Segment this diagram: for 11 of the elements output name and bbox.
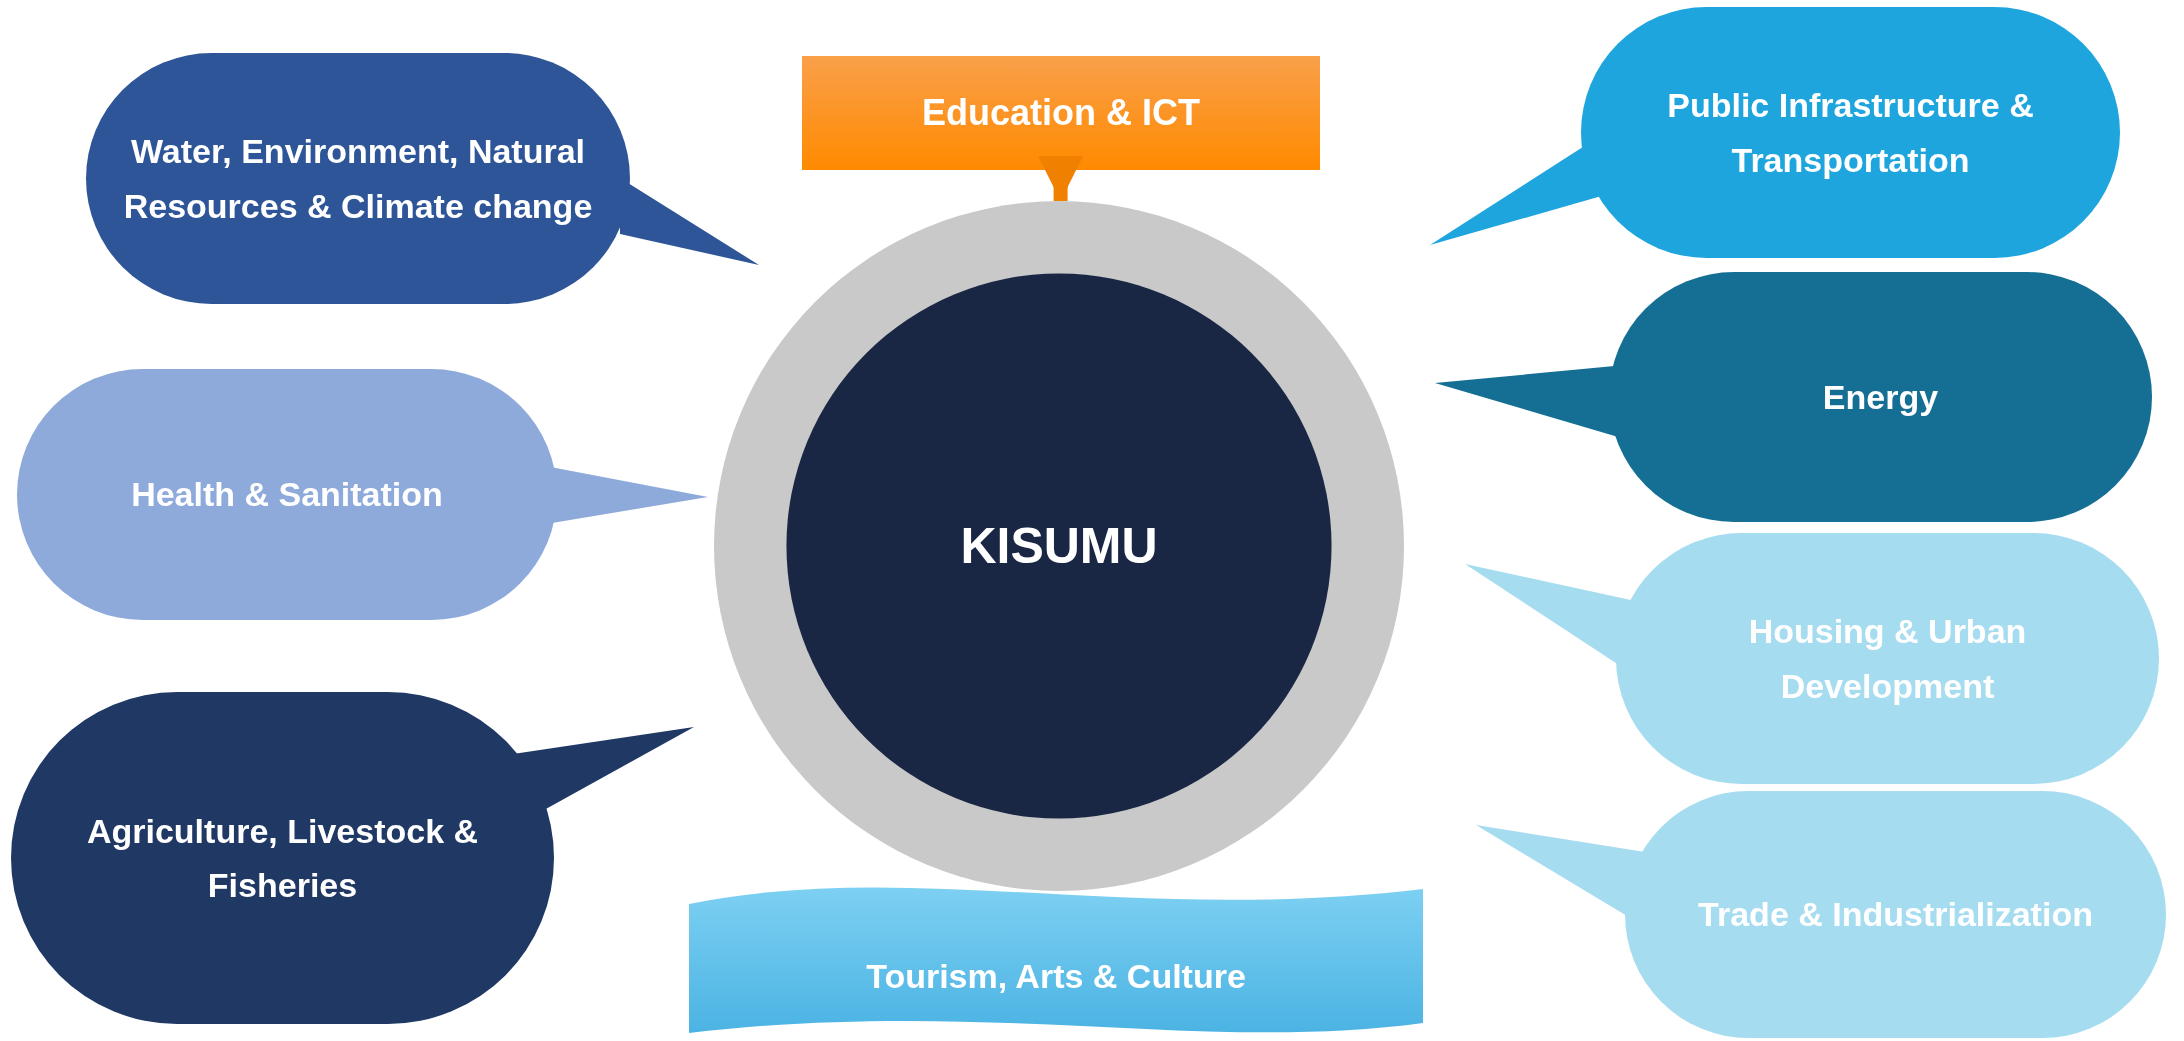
topic-label: Agriculture, Livestock & Fisheries — [85, 810, 480, 906]
arrow — [1038, 156, 1083, 201]
topic-label: Education & ICT — [922, 91, 1200, 136]
topic-label: Trade & Industrialization — [1698, 894, 2093, 936]
topic-label: Public Infrastructure & Transportation — [1666, 85, 2035, 181]
topic-label: Housing & Urban Development — [1747, 611, 2028, 707]
topic-label: Energy — [1822, 376, 1939, 418]
topic-label: Health & Sanitation — [131, 474, 443, 516]
topic-label: Water, Environment, Natural Resources & Climate change — [123, 131, 593, 227]
topic-label: Tourism, Arts & Culture — [866, 955, 1246, 997]
center-label: KISUMU — [960, 517, 1158, 576]
